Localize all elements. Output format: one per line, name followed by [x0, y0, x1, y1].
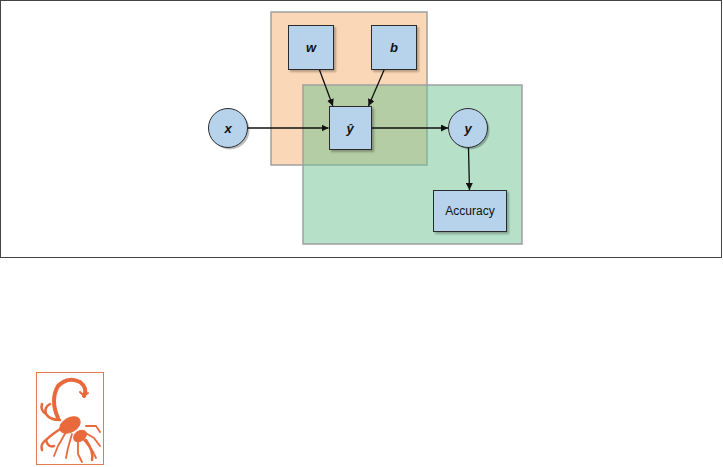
arrow-connector	[369, 70, 385, 107]
output-circle: y	[448, 108, 488, 148]
variable-name: x	[224, 121, 231, 136]
variable-name: y	[464, 121, 471, 136]
arrow-connector	[319, 70, 333, 107]
scorpion-figure	[42, 380, 101, 462]
arrow-connector	[372, 127, 449, 128]
weight-box: w	[288, 25, 334, 70]
arrow-connector	[248, 127, 329, 128]
frame-border	[1, 1, 722, 258]
icon-frame	[37, 373, 104, 465]
arrow-connector	[468, 148, 469, 190]
variable-name: w	[306, 40, 316, 55]
variable-name: ŷ	[346, 121, 353, 136]
prediction-box: ŷ	[329, 106, 372, 150]
input-circle: x	[208, 108, 248, 148]
scorpion-icon	[37, 373, 104, 465]
bias-box: b	[371, 25, 417, 70]
node-label: Accuracy	[445, 204, 494, 218]
variable-name: b	[390, 40, 398, 55]
green-region	[303, 85, 522, 244]
metric-box: Accuracy	[433, 190, 507, 232]
